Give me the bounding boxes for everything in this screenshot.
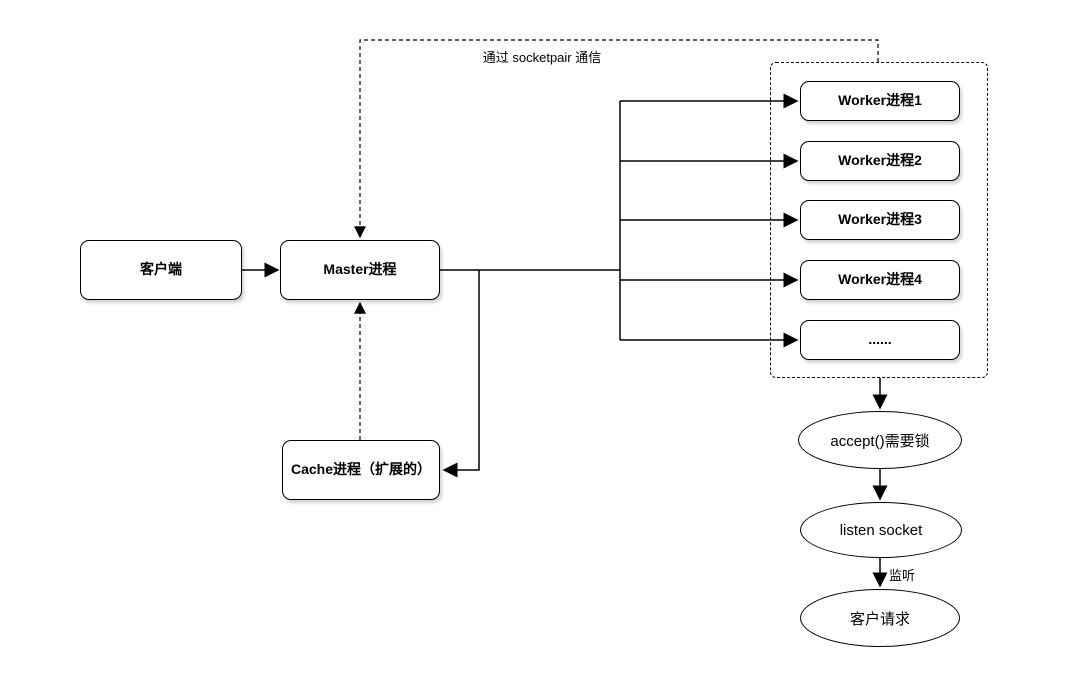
node-worker-3: Worker进程3 xyxy=(800,200,960,240)
node-worker-4: Worker进程4 xyxy=(800,260,960,300)
node-worker-ellipsis: ...... xyxy=(800,320,960,360)
node-listen-socket: listen socket xyxy=(800,502,962,558)
node-client: 客户端 xyxy=(80,240,242,300)
node-worker-1: Worker进程1 xyxy=(800,81,960,121)
edge-master-to-cache xyxy=(442,270,480,478)
node-accept-lock: accept()需要锁 xyxy=(798,411,962,469)
node-client-request: 客户请求 xyxy=(800,589,960,647)
node-worker-2: Worker进程2 xyxy=(800,141,960,181)
workers-group-frame xyxy=(770,62,988,378)
edge-label-listen: 监听 xyxy=(887,565,918,584)
node-master-process: Master进程 xyxy=(280,240,440,300)
node-cache-process: Cache进程（扩展的） xyxy=(282,440,440,500)
edge-label-socketpair: 通过 socketpair 通信 xyxy=(480,47,604,66)
